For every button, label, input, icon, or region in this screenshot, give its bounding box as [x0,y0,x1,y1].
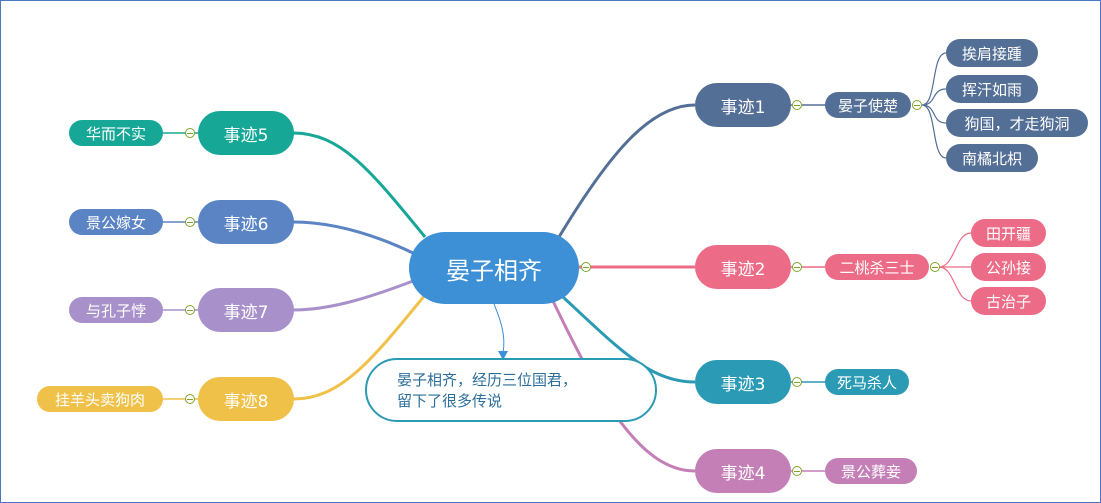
topic-shi4-label: 事迹4 [720,463,766,484]
leaf-gouguo-label: 狗国，才走狗洞 [964,114,1070,133]
link-sub2-leaves [938,232,972,302]
topic-shi6[interactable]: 事迹6 [198,200,294,244]
leaf-nanju-beizhi-label: 南橘北枳 [961,149,1022,168]
collapse-toggle-shi6[interactable] [185,217,195,227]
topic-shi4[interactable]: 事迹4 [695,449,791,493]
topic-shi3-label: 事迹3 [720,374,766,395]
subtopic-yanzi-shichu-label: 晏子使楚 [837,96,898,115]
callout-note[interactable]: 晏子相齐，经历三位国君， 留下了很多传说 [365,358,657,422]
collapse-toggle-shi8[interactable] [185,394,195,404]
subtopic-yu-kongzi-bei-label: 与孔子悖 [85,301,146,320]
subtopic-huaer-bushi[interactable]: 华而不实 [69,120,163,146]
subtopic-jinggong-zangqie[interactable]: 景公葬妾 [825,458,917,484]
callout-arrow-line [493,303,505,354]
topic-shi2-label: 事迹2 [720,259,766,280]
topic-shi6-label: 事迹6 [223,214,269,235]
link-root-shi8 [292,294,427,401]
leaf-gu-yezi[interactable]: 古治子 [971,287,1046,315]
topic-shi8-label: 事迹8 [223,391,269,412]
leaf-gouguo[interactable]: 狗国，才走狗洞 [946,109,1088,137]
subtopic-sima-sharen-label: 死马杀人 [836,373,897,392]
leaf-huihan-ruyu-label: 挥汗如雨 [961,80,1022,99]
collapse-toggle-shi7[interactable] [185,305,195,315]
subtopic-yanzi-shichu[interactable]: 晏子使楚 [825,92,911,118]
collapse-toggle-yanzi-shichu[interactable] [912,100,922,110]
subtopic-ertao-shasanshi[interactable]: 二桃杀三士 [825,254,929,280]
leaf-aijian-jiezhong[interactable]: 挨肩接踵 [946,39,1038,67]
topic-shi7[interactable]: 事迹7 [198,288,294,332]
topic-shi2[interactable]: 事迹2 [695,245,791,289]
collapse-toggle-root[interactable] [581,262,591,272]
leaf-nanju-beizhi[interactable]: 南橘北枳 [946,144,1038,172]
subtopic-jinggong-jianv-label: 景公嫁女 [85,213,146,232]
leaf-huihan-ruyu[interactable]: 挥汗如雨 [946,75,1038,103]
link-root-shi7 [292,279,414,312]
callout-line-1: 晏子相齐，经历三位国君， [397,371,578,389]
link-sub1-leaves [921,52,947,159]
topic-shi7-label: 事迹7 [223,302,269,323]
link-root-shi1 [557,103,696,238]
collapse-toggle-shi2[interactable] [792,262,802,272]
leaf-gongsun-jie[interactable]: 公孙接 [971,253,1046,281]
topic-shi5[interactable]: 事迹5 [198,111,294,155]
subtopic-ertao-shasanshi-label: 二桃杀三士 [839,258,915,277]
subtopic-jinggong-zangqie-label: 景公葬妾 [840,462,901,481]
callout-line-2: 留下了很多传说 [397,392,503,410]
topic-shi3[interactable]: 事迹3 [695,360,791,404]
topic-shi1-label: 事迹1 [720,97,766,118]
leaf-tian-kaijiang[interactable]: 田开疆 [971,219,1046,247]
link-root-shi5 [292,131,427,238]
topic-shi1[interactable]: 事迹1 [695,83,791,127]
collapse-toggle-shi1[interactable] [792,100,802,110]
collapse-toggle-shi3[interactable] [792,377,802,387]
subtopic-jinggong-jianv[interactable]: 景公嫁女 [69,209,163,235]
collapse-toggle-shi5[interactable] [185,128,195,138]
topic-shi5-label: 事迹5 [223,125,269,146]
collapse-toggle-ertao-shasanshi[interactable] [930,262,940,272]
subtopic-huaer-bushi-label: 华而不实 [85,124,146,143]
leaf-gongsun-jie-label: 公孙接 [985,258,1031,277]
subtopic-guayangtou-maigourou[interactable]: 挂羊头卖狗肉 [37,386,163,412]
subtopic-sima-sharen[interactable]: 死马杀人 [825,369,909,395]
leaf-aijian-jiezhong-label: 挨肩接踵 [961,44,1022,63]
link-root-shi4 [551,300,696,473]
root-topic[interactable]: 晏子相齐 [409,232,579,304]
callout-arrow-head [498,351,508,360]
topic-shi8[interactable]: 事迹8 [198,377,294,421]
root-topic-label: 晏子相齐 [446,256,542,285]
collapse-toggle-shi4[interactable] [792,466,802,476]
subtopic-guayangtou-maigourou-label: 挂羊头卖狗肉 [54,390,145,409]
leaf-tian-kaijiang-label: 田开疆 [985,224,1031,243]
link-root-shi6 [292,220,414,255]
subtopic-yu-kongzi-bei[interactable]: 与孔子悖 [69,297,163,323]
leaf-gu-yezi-label: 古治子 [985,292,1031,311]
